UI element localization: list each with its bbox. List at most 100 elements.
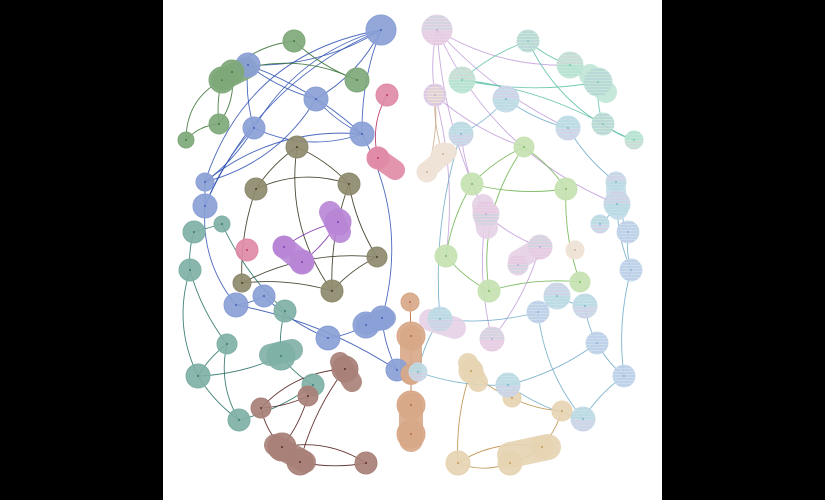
- node-center-dot: [488, 290, 490, 292]
- graph-edge: [204, 29, 382, 183]
- node-center-dot: [197, 375, 199, 377]
- node-center-dot: [377, 157, 379, 159]
- graph-edge: [255, 176, 350, 190]
- node-center-dot: [457, 462, 459, 464]
- node-center-dot: [381, 317, 383, 319]
- node-center-dot: [235, 304, 237, 306]
- node-center-dot: [337, 221, 339, 223]
- node-center-dot: [426, 171, 428, 173]
- node-center-dot: [505, 98, 507, 100]
- node-center-dot: [238, 419, 240, 421]
- node-center-dot: [361, 133, 363, 135]
- graph-edge: [471, 183, 567, 192]
- node-center-dot: [569, 64, 571, 66]
- node-center-dot: [439, 318, 441, 320]
- graph-edge: [247, 29, 382, 66]
- node-center-dot: [410, 404, 412, 406]
- node-center-dot: [539, 246, 541, 248]
- node-center-dot: [615, 181, 617, 183]
- node-center-dot: [231, 71, 233, 73]
- node-center-dot: [204, 205, 206, 207]
- node-center-dot: [471, 183, 473, 185]
- node-center-dot: [356, 79, 358, 81]
- node-center-dot: [241, 282, 243, 284]
- node-center-dot: [281, 446, 283, 448]
- node-center-dot: [410, 335, 412, 337]
- graph-edge: [436, 29, 571, 66]
- node-center-dot: [246, 249, 248, 251]
- graph-edge: [348, 183, 378, 258]
- graph-edge: [537, 311, 584, 420]
- node-center-dot: [470, 370, 472, 372]
- node-center-dot: [293, 40, 295, 42]
- node-center-dot: [344, 368, 346, 370]
- node-center-dot: [185, 139, 187, 141]
- node-center-dot: [255, 188, 257, 190]
- node-center-dot: [331, 290, 333, 292]
- graph-edge: [204, 98, 317, 183]
- node-center-dot: [584, 305, 586, 307]
- node-center-dot: [348, 183, 350, 185]
- node-center-dot: [511, 397, 513, 399]
- node-center-dot: [565, 188, 567, 190]
- node-center-dot: [260, 407, 262, 409]
- graph-edge: [204, 29, 382, 207]
- node-center-dot: [253, 127, 255, 129]
- node-center-dot: [315, 98, 317, 100]
- graph-edge: [436, 29, 618, 205]
- graph-edge: [461, 79, 604, 125]
- node-center-dot: [301, 261, 303, 263]
- node-center-dot: [410, 433, 412, 435]
- node-center-dot: [263, 295, 265, 297]
- node-center-dot: [365, 324, 367, 326]
- node-center-dot: [633, 139, 635, 141]
- node-center-dot: [556, 295, 558, 297]
- node-center-dot: [365, 462, 367, 464]
- node-center-dot: [221, 223, 223, 225]
- node-center-dot: [445, 255, 447, 257]
- node-center-dot: [417, 371, 419, 373]
- graph-edge: [434, 94, 450, 257]
- node-center-dot: [396, 369, 398, 371]
- node-center-dot: [296, 146, 298, 148]
- node-center-dot: [517, 264, 519, 266]
- node-center-dot: [507, 384, 509, 386]
- node-center-dot: [284, 310, 286, 312]
- graph-edge: [182, 269, 199, 377]
- node-center-dot: [204, 181, 206, 183]
- node-center-dot: [574, 249, 576, 251]
- node-center-dot: [299, 461, 301, 463]
- node-center-dot: [491, 338, 493, 340]
- node-center-dot: [582, 418, 584, 420]
- node-center-dot: [485, 213, 487, 215]
- graph-edge: [223, 343, 240, 421]
- node-center-dot: [283, 246, 285, 248]
- graph-edge: [565, 188, 581, 283]
- graph-edge: [461, 79, 599, 89]
- node-center-dot: [307, 395, 309, 397]
- node-center-dot: [247, 64, 249, 66]
- node-center-dot: [376, 256, 378, 258]
- node-center-dot: [327, 337, 329, 339]
- node-center-dot: [541, 446, 543, 448]
- graph-edge: [621, 269, 632, 377]
- node-center-dot: [599, 223, 601, 225]
- node-center-dot: [523, 146, 525, 148]
- node-center-dot: [380, 29, 382, 31]
- node-center-dot: [442, 153, 444, 155]
- node-center-dot: [189, 269, 191, 271]
- graph-edge: [221, 223, 286, 312]
- node-center-dot: [386, 94, 388, 96]
- graph-edge: [294, 146, 333, 292]
- node-center-dot: [561, 410, 563, 412]
- node-center-dot: [193, 231, 195, 233]
- node-center-dot: [509, 462, 511, 464]
- node-layer: [177, 14, 644, 476]
- node-center-dot: [409, 301, 411, 303]
- graph-edge: [204, 132, 363, 183]
- node-center-dot: [436, 29, 438, 31]
- graph-edge: [253, 127, 363, 143]
- node-center-dot: [312, 384, 314, 386]
